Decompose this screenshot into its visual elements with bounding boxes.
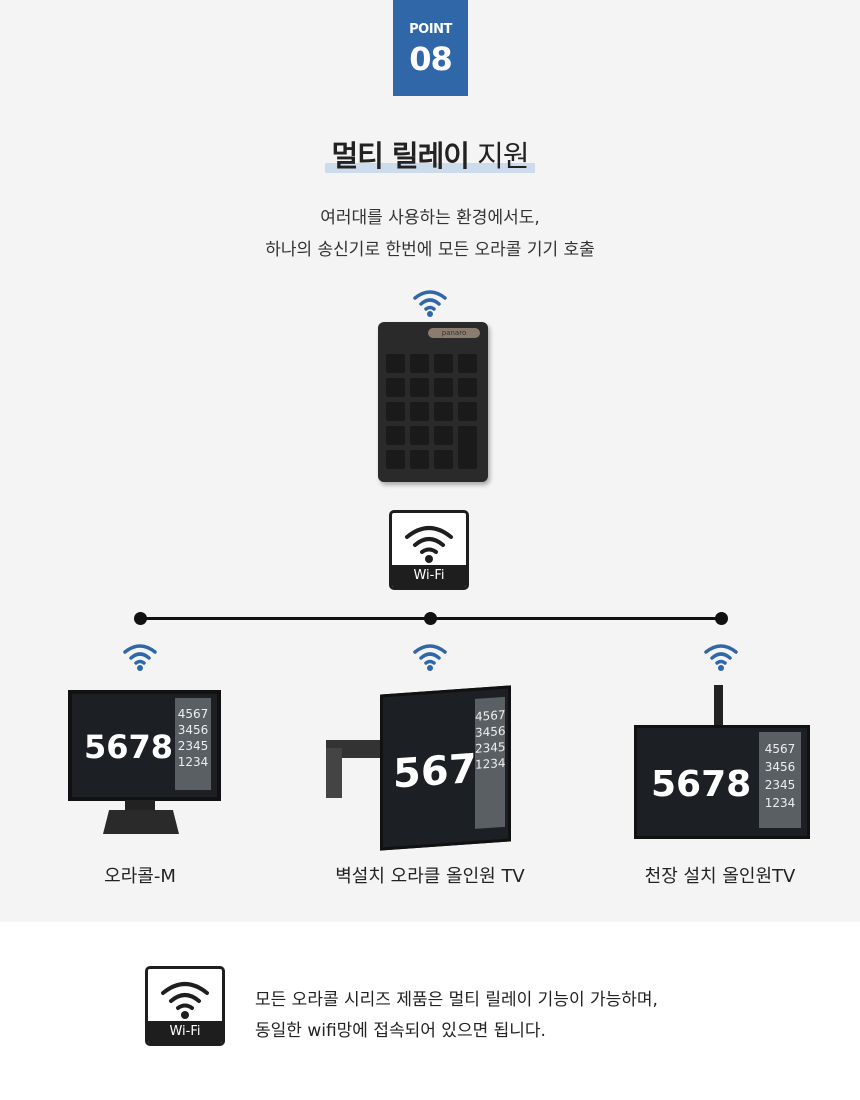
monitor-neck: [125, 800, 155, 812]
wireless-keypad: panaro: [378, 322, 488, 482]
footer-line1: 모든 오라콜 시리즈 제품은 멀티 릴레이 기능이 가능하며,: [255, 990, 658, 1010]
monitor-stand: [103, 810, 179, 834]
current-number: 5678: [651, 764, 752, 805]
footer-wifi-label: Wi-Fi: [148, 1021, 222, 1043]
network-node-right: [715, 612, 728, 625]
footer-wifi-icon: Wi-Fi: [145, 966, 225, 1046]
wifi-signal-icon: [704, 644, 738, 671]
title-bold: 멀티 릴레이: [331, 139, 469, 173]
device-caption-3: 천장 설치 올인원TV: [644, 866, 796, 887]
wifi-signal-icon: [123, 644, 157, 671]
ceiling-pole: [714, 685, 723, 727]
section-title: 멀티 릴레이 지원: [0, 133, 860, 175]
wifi-signal-icon: [413, 290, 447, 317]
wifi-label: Wi-Fi: [392, 565, 466, 587]
network-node-center: [424, 612, 437, 625]
device-caption-1: 오라콜-M: [104, 866, 176, 887]
device-caption-2: 벽설치 오라클 올인원 TV: [335, 866, 525, 887]
title-rest: 지원: [468, 139, 529, 173]
wifi-icon: [405, 526, 453, 563]
footer-line2: 동일한 wifi망에 접속되어 있으면 됩니다.: [255, 1021, 546, 1041]
keypad-brand-plate: panaro: [428, 328, 480, 338]
subtitle-line1: 여러대를 사용하는 환경에서도,: [320, 208, 540, 228]
network-node-left: [134, 612, 147, 625]
wifi-signal-icon: [413, 644, 447, 671]
wifi-router-icon: Wi-Fi: [389, 510, 469, 590]
point-label: POINT: [409, 22, 452, 37]
current-number: 5678: [84, 728, 174, 766]
point-badge: POINT 08: [393, 0, 468, 96]
wifi-icon: [161, 982, 209, 1019]
wall-bracket: [326, 748, 342, 798]
subtitle-line2: 하나의 송신기로 한번에 모든 오라콜 기기 호출: [265, 240, 595, 260]
point-number: 08: [409, 40, 453, 78]
